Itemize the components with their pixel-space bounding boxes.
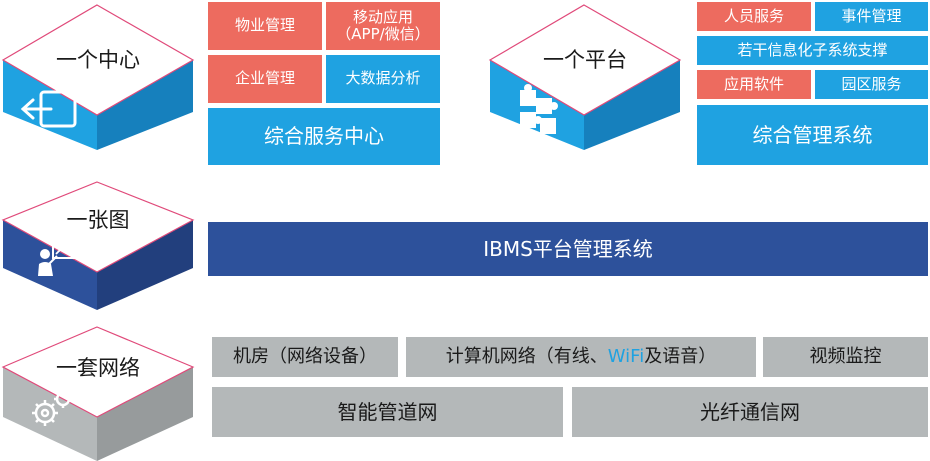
cube-one-center: 一个中心 [1,0,195,150]
ibms-platform-bar: IBMS平台管理系统 [208,222,928,276]
presenter-chart-icon [38,241,76,276]
cube-one-center-label: 一个中心 [56,48,140,72]
tile-smart-pipeline-network: 智能管道网 [212,387,563,437]
computer-network-text-pre: 计算机网络（有线、 [445,345,608,367]
cube-one-map: 一张图 [1,180,195,310]
tile-property-management: 物业管理 [208,2,322,50]
tile-mobile-app-line1: 移动应用 [352,7,413,26]
computer-network-wifi: WiFi [607,345,645,367]
computer-network-text-post: 及语音） [644,345,717,367]
gears-icon [32,390,72,426]
cube-one-network: 一套网络 [1,325,195,461]
cube-one-platform-label: 一个平台 [543,48,627,72]
cube-one-map-label: 一张图 [66,208,130,232]
tile-event-management: 事件管理 [815,2,928,31]
exit-door-icon [20,90,77,128]
tile-personnel-services: 人员服务 [697,2,811,31]
puzzle-icon [520,84,558,134]
cube-one-network-label: 一套网络 [56,356,140,380]
cube-one-network-shape [1,326,195,461]
cube-one-center-shape [1,4,195,150]
tile-application-software: 应用软件 [697,70,811,99]
tile-mobile-app-line2: （APP/微信） [336,25,430,43]
tile-big-data-analysis: 大数据分析 [326,55,440,103]
tile-video-surveillance: 视频监控 [763,337,928,377]
tile-enterprise-management: 企业管理 [208,55,322,103]
cube-one-platform-shape [488,4,682,150]
tile-mobile-app: 移动应用 （APP/微信） [326,2,440,50]
tile-machine-room: 机房（网络设备） [212,337,398,377]
cube-one-platform: 一个平台 [488,0,682,150]
tile-integrated-service-center: 综合服务中心 [208,108,440,165]
tile-park-services: 园区服务 [815,70,928,99]
tile-subsystem-support: 若干信息化子系统支撑 [697,36,928,65]
tile-fiber-communication-network: 光纤通信网 [572,387,928,437]
tile-integrated-management-system: 综合管理系统 [697,105,928,165]
cube-one-map-shape [1,181,195,310]
